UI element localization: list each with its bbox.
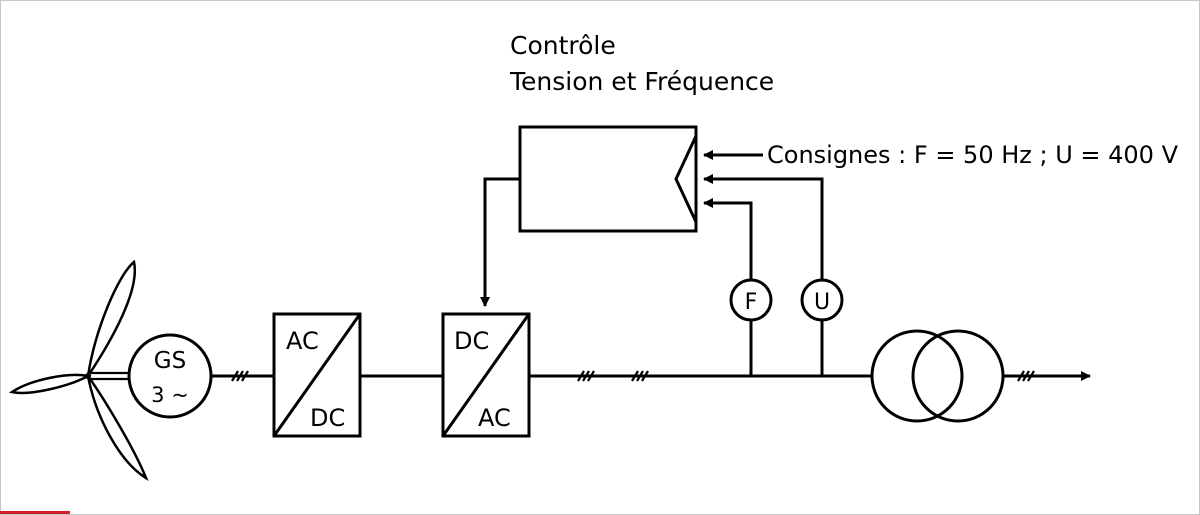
frequency-meter-label: F	[745, 290, 758, 315]
wind-turbine-icon	[8, 259, 149, 482]
inverter-bottom-label: AC	[478, 404, 511, 432]
setpoints-label: Consignes : F = 50 Hz ; U = 400 V	[767, 141, 1179, 169]
three-phase-mark	[631, 370, 649, 382]
three-phase-mark	[231, 370, 249, 382]
control-output-arrow	[480, 177, 520, 307]
control-title-line1: Contrôle	[510, 31, 616, 60]
transformer-secondary	[911, 329, 1005, 423]
voltage-meter-label: U	[814, 290, 830, 315]
three-phase-mark	[577, 370, 595, 382]
control-title-line2: Tension et Fréquence	[509, 67, 774, 96]
inverter-top-label: DC	[454, 327, 489, 355]
frequency-feedback-line	[703, 198, 753, 280]
rectifier-top-label: AC	[286, 327, 319, 355]
control-input-notch	[674, 135, 698, 223]
generator-label: GS	[154, 348, 186, 374]
rectifier-bottom-label: DC	[310, 404, 345, 432]
accent-mark	[0, 511, 70, 514]
voltage-feedback-line	[703, 174, 824, 280]
transformer-primary	[870, 329, 964, 423]
three-phase-mark	[1017, 370, 1035, 382]
generator-phase-label: 3 ~	[151, 383, 189, 407]
control-block	[518, 125, 698, 233]
